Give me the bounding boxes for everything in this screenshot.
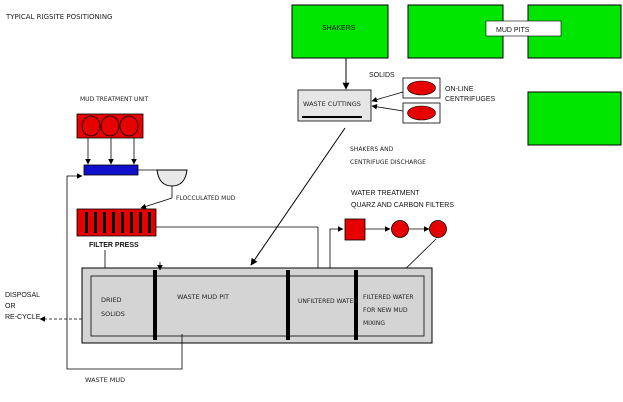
centrifuge-1-arrow [371, 91, 404, 103]
mud-pits-label: MUD PITS [496, 27, 530, 34]
filter-press [76, 208, 157, 237]
carbon-filter [429, 220, 447, 238]
filter-press-label: FILTER PRESS [89, 242, 139, 249]
filtered-water-label-2: FOR NEW MUD [363, 307, 408, 314]
hopper-to-press [140, 197, 173, 210]
mud-pits-label-bg [485, 20, 562, 37]
filtered-water-label-1: FILTERED WATER [363, 294, 414, 301]
waste-mud-loop [66, 173, 183, 370]
online-centrifuges-label-2: CENTRIFUGES [445, 96, 496, 103]
flocculation-hopper [156, 169, 188, 187]
centrifuge-1 [407, 80, 436, 96]
filtered-water-label-3: MIXING [363, 320, 385, 327]
treatment-tank-1 [81, 115, 101, 137]
waste-cuttings-box [297, 89, 372, 122]
unfiltered-water-label: UNFILTERED WATER [298, 298, 357, 305]
treatment-tank-2 [100, 115, 120, 137]
dried-solids-label-2: SOLIDS [101, 310, 125, 318]
waste-mud-label: WASTE MUD [85, 376, 125, 384]
treatment-tank-3 [119, 115, 139, 137]
discharge-label-1: SHAKERS AND [350, 146, 394, 153]
water-pump [344, 218, 366, 241]
shakers-label: SHAKERS [322, 25, 356, 32]
filter-press-plates [85, 212, 151, 233]
tank-divider-2 [286, 270, 290, 340]
mixing-conveyor [83, 164, 139, 176]
shakers-pit [291, 4, 389, 59]
water-treatment-label-1: WATER TREATMENT [351, 190, 420, 197]
centrifuge-2-arrow [371, 104, 404, 112]
disposal-label-1: DISPOSAL [5, 292, 40, 299]
solids-label: SOLIDS [369, 72, 395, 79]
discharge-arrow [250, 127, 346, 266]
water-treatment-label-2: QUARZ AND CARBON FILTERS [351, 202, 454, 209]
waste-mud-pit-label: WASTE MUD PIT [177, 293, 229, 301]
mud-treatment-unit-label: MUD TREATMENT UNIT [80, 96, 149, 103]
disposal-label-2: OR [5, 303, 16, 310]
quartz-filter [391, 220, 409, 238]
tank-divider-1 [153, 270, 157, 340]
online-centrifuges-label-1: ON-LINE [445, 86, 474, 93]
diagram-title: TYPICAL RIGSITE POSITIONING [5, 13, 112, 21]
mud-pit-3 [527, 91, 622, 146]
waste-cuttings-label: WASTE CUTTINGS [303, 100, 361, 108]
flocculated-mud-label: FLOCCULATED MUD [176, 195, 236, 202]
discharge-label-2: CENTRIFUGE DISCHARGE [350, 159, 426, 166]
waste-tank-inner [90, 275, 425, 337]
centrifuge-2 [407, 105, 436, 121]
dried-solids-label-1: DRIED [101, 296, 122, 304]
disposal-label-3: RE-CYCLE [5, 314, 41, 321]
tank-divider-3 [354, 270, 358, 340]
